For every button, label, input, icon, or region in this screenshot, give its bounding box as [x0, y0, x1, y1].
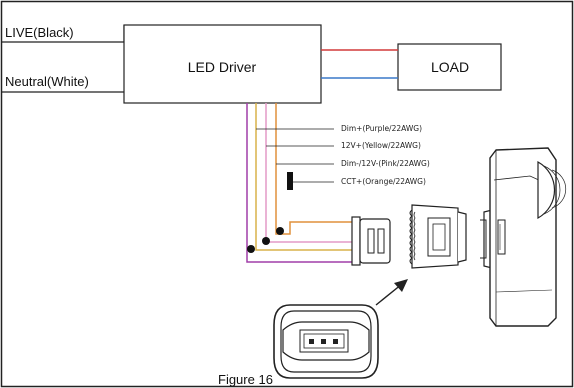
junction-dot [247, 245, 255, 253]
sensor-socket-housing [409, 204, 467, 269]
connector-face-detail [273, 304, 379, 379]
figure-caption: Figure 16 [218, 372, 273, 387]
junction-dot [276, 227, 284, 235]
led-driver-label: LED Driver [188, 59, 257, 75]
load-box [397, 43, 502, 91]
twelve-v-plus-label: 12V+(Yellow/22AWG) [341, 141, 421, 150]
connector-arrow [375, 279, 408, 306]
led-driver-box [123, 24, 322, 104]
dim-minus-label: Dim-/12V-(Pink/22AWG) [341, 159, 430, 168]
dim-minus-wire [265, 103, 352, 243]
dim-plus-label: Dim+(Purple/22AWG) [341, 124, 422, 133]
cct-plus-wire [275, 103, 352, 235]
cct-wire-end-marker [287, 172, 293, 190]
neutral-input-label: Neutral(White) [5, 74, 89, 89]
pir-sensor-lens [537, 160, 567, 220]
twelve-v-plus-wire [255, 103, 352, 251]
junction-dot [262, 237, 270, 245]
wire-connector-plug [351, 216, 391, 266]
load-label: LOAD [431, 59, 469, 75]
cct-plus-label: CCT+(Orange/22AWG) [341, 177, 426, 186]
live-input-label: LIVE(Black) [5, 25, 74, 40]
dim-plus-wire [246, 103, 352, 263]
